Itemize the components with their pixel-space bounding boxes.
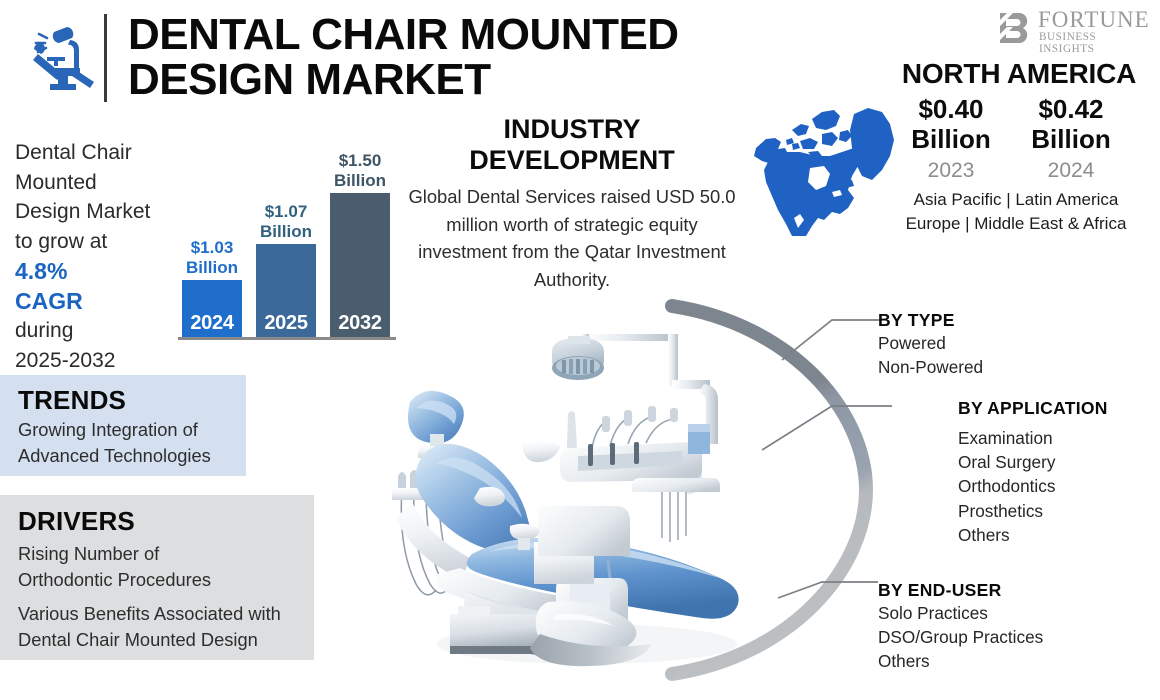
bar-year-2025: 2025 [264,312,308,334]
market-size-bar-chart: $1.03 Billion 2024 $1.07 Billion 2025 $1… [170,130,400,340]
segment-by-application-item-5: Others [958,524,1010,545]
bar-unit-2032: Billion [334,170,386,190]
north-america-map-icon [748,86,912,236]
connector-by-end-user [777,581,878,599]
segment-by-type: BY TYPE Powered Non-Powered [878,310,983,379]
segment-by-end-user-item-1: Solo Practices [878,603,988,623]
trends-panel: TRENDS Growing Integration of Advanced T… [0,375,246,476]
cagr-period: 2025-2032 [15,348,116,372]
fortune-business-insights-logo: FORTUNE BUSINESS INSIGHTS [996,7,1149,55]
bar-rect-2025: 2025 [256,244,316,337]
north-america-year-2024: 2024 [1047,159,1095,182]
page-title-line2: DESIGN MARKET [128,55,491,104]
connector-by-application [761,405,892,451]
na-amount-2024: $0.42 [1038,94,1104,124]
drivers-item-4: Dental Chair Mounted Design [18,629,258,650]
bar-rect-2032: 2032 [330,193,390,337]
segment-by-type-item-2: Non-Powered [878,357,984,378]
cagr-line-4: during [15,319,74,342]
drivers-item-1: Rising Number of [18,543,160,564]
segment-by-type-item-1: Powered [878,333,946,353]
brand-subtitle: BUSINESS INSIGHTS [1039,31,1097,55]
segment-connector-lines [760,300,1060,620]
trends-item-2: Advanced Technologies [18,445,211,466]
na-unit-2024: Billion [1031,124,1111,154]
industry-development-title: INDUSTRY DEVELOPMENT [404,114,740,176]
connector-by-type [781,319,882,361]
segment-by-application-heading: BY APPLICATION [958,398,1108,418]
segment-by-application-item-4: Prosthetics [958,500,1044,521]
segment-by-application: BY APPLICATION Examination Oral Surgery … [958,398,1108,547]
bar-year-2032: 2032 [338,312,382,334]
brand-name: FORTUNE [1038,7,1150,32]
na-unit-2023: Billion [911,124,991,154]
bar-unit-2024: Billion [186,257,238,277]
cagr-percent: 4.8% [15,258,68,284]
segment-by-end-user-heading: BY END-USER [878,580,1002,600]
segment-by-end-user: BY END-USER Solo Practices DSO/Group Pra… [878,580,1043,674]
bar-amount-2032: $1.50 [338,151,382,170]
drivers-heading: DRIVERS [18,506,135,536]
drivers-panel: DRIVERS Rising Number of Orthodontic Pro… [0,495,314,660]
dental-chair-icon [14,16,100,102]
bar-value-2032: $1.50 Billion [334,151,386,190]
regions-line-2: Europe | Middle East & Africa [905,214,1127,233]
north-america-value-2023: $0.40 Billion [890,94,1012,154]
bar-amount-2024: $1.03 [190,238,234,257]
north-america-year-2023: 2023 [927,159,975,182]
cagr-label: CAGR [15,288,83,314]
industry-development-title-line1: INDUSTRY [503,114,641,144]
fortune-b-logo-icon [998,13,1028,43]
dental-chair-unit-illustration [372,296,842,686]
cagr-line-1: Dental Chair Mounted [15,141,132,194]
north-america-value-2024: $0.42 Billion [1010,94,1132,154]
bar-group-2032: $1.50 Billion 2032 [330,130,390,337]
segment-by-application-item-2: Oral Surgery [958,452,1056,473]
segment-by-application-item-1: Examination [958,428,1053,448]
segment-by-end-user-item-2: DSO/Group Practices [878,627,1044,648]
drivers-item-3: Various Benefits Associated with [18,603,281,624]
chart-baseline [178,337,396,340]
regions-line-1: Asia Pacific | Latin America [913,190,1119,209]
bar-rect-2024: 2024 [182,280,242,337]
page-title-line1: DENTAL CHAIR MOUNTED [128,10,679,59]
cagr-line-3: to grow at [15,229,108,253]
bar-value-2024: $1.03 Billion [186,238,238,277]
cagr-summary: Dental Chair Mounted Design Market to gr… [15,138,185,375]
north-america-title: NORTH AMERICA [901,58,1137,89]
north-america-regions: Asia Pacific | Latin America Europe | Mi… [882,188,1150,236]
bar-group-2024: $1.03 Billion 2024 [182,130,242,337]
decorative-arc [640,290,900,690]
cagr-line-2: Design Market [15,200,151,223]
bar-group-2025: $1.07 Billion 2025 [256,130,316,337]
bar-year-2024: 2024 [190,312,234,334]
bar-value-2025: $1.07 Billion [260,202,312,241]
bar-unit-2025: Billion [260,221,312,241]
title-divider [104,14,107,102]
page-title: DENTAL CHAIR MOUNTED DESIGN MARKET [128,12,768,102]
industry-development-body: Global Dental Services raised USD 50.0 m… [408,186,736,290]
drivers-item-2: Orthodontic Procedures [18,569,212,590]
industry-development-title-line2: DEVELOPMENT [469,145,675,175]
na-amount-2023: $0.40 [918,94,984,124]
segment-by-type-heading: BY TYPE [878,310,955,330]
segment-by-application-item-3: Orthodontics [958,476,1056,497]
segment-by-end-user-item-3: Others [878,651,930,672]
bar-amount-2025: $1.07 [264,202,308,221]
trends-heading: TRENDS [18,385,127,415]
industry-development-section: INDUSTRY DEVELOPMENT Global Dental Servi… [404,114,740,293]
trends-item-1: Growing Integration of [18,419,198,440]
